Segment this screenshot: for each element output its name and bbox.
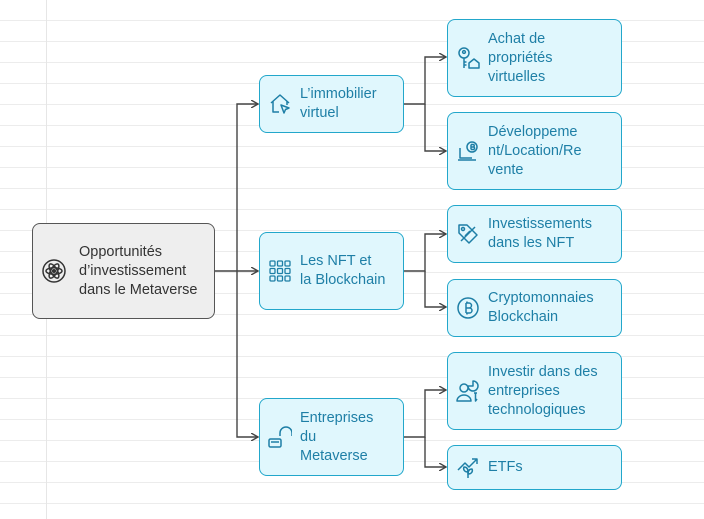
connector-nft-to-crypto — [424, 271, 446, 307]
bitcoin-icon — [456, 296, 480, 320]
branch-immobilier: L’immobilier virtuel — [259, 75, 404, 133]
branch-entreprises: Entreprises du Metaverse — [259, 398, 404, 476]
leaf-developpement-label: Développement/Location/Revente — [488, 123, 582, 178]
connector-nft-to-investissements — [403, 234, 446, 272]
key-house-icon — [456, 46, 480, 70]
atom-icon — [41, 258, 67, 284]
connector-immobilier-to-developpement — [424, 104, 446, 151]
leaf-investir-label: Investir dans des entreprises technologi… — [488, 363, 598, 418]
leaf-etfs: ETFs — [447, 445, 622, 490]
laptop-coin-icon — [456, 139, 480, 163]
connector-immobilier-to-achat — [403, 57, 446, 105]
house-cursor-icon — [268, 92, 292, 116]
root-label: Opportunités d’investissement dans le Me… — [79, 243, 198, 298]
branch-immobilier-label: L’immobilier virtuel — [300, 86, 377, 121]
connector-entreprises-to-etfs — [424, 437, 446, 467]
headset-icon — [268, 425, 292, 449]
leaf-cryptomonnaies-label: Cryptomonnaies Blockchain — [488, 290, 594, 325]
leaf-achat-label: Achat de propriétés virtuelles — [488, 30, 553, 85]
growth-plant-icon — [456, 456, 480, 480]
branch-entreprises-label: Entreprises du Metaverse — [300, 409, 374, 464]
branch-nft-label: Les NFT et la Blockchain — [300, 253, 386, 288]
leaf-achat-proprietes: Achat de propriétés virtuelles — [447, 19, 622, 97]
leaf-etfs-label: ETFs — [488, 459, 523, 475]
connector-entreprises-to-investir — [403, 390, 446, 438]
connector-root-to-entreprises — [236, 271, 258, 437]
root-node: Opportunités d’investissement dans le Me… — [32, 223, 215, 319]
branch-nft-blockchain: Les NFT et la Blockchain — [259, 232, 404, 310]
nft-tag-icon — [456, 222, 480, 246]
leaf-cryptomonnaies: Cryptomonnaies Blockchain — [447, 279, 622, 337]
leaf-investissements-label: Investissements dans les NFT — [488, 216, 592, 251]
leaf-investir-entreprises: Investir dans des entreprises technologi… — [447, 352, 622, 430]
blockchain-grid-icon — [268, 259, 292, 283]
investor-chart-icon — [456, 379, 480, 403]
leaf-investissements-nft: Investissements dans les NFT — [447, 205, 622, 263]
leaf-developpement: Développement/Location/Revente — [447, 112, 622, 190]
connector-root-to-immobilier — [236, 104, 258, 271]
